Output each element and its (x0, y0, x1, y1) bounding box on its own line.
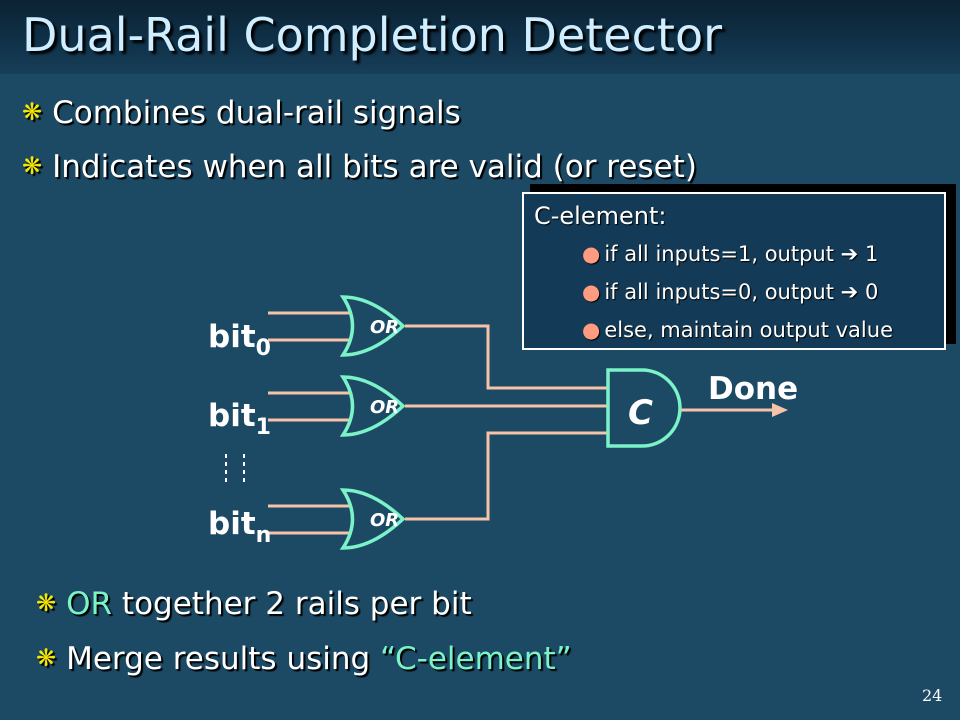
merge-wires (405, 324, 775, 521)
c-element-label: C (628, 393, 653, 433)
bullet-text: Indicates when all bits are valid (or re… (52, 149, 697, 185)
page-number: 24 (922, 686, 943, 705)
right-arrow-icon: ➔ (840, 280, 859, 304)
done-arrowhead-icon (772, 403, 788, 417)
input-wires (268, 311, 357, 535)
right-arrow-icon: ➔ (840, 242, 859, 266)
bullet-text: Combines dual-rail signals (52, 95, 461, 131)
or-gate-0-label: OR (370, 317, 399, 338)
asterisk-bullet-icon: ❋ (22, 152, 43, 180)
slide-title: Dual-Rail Completion Detector (22, 8, 722, 62)
dot-bullet-icon: ● (582, 318, 601, 342)
c-element-callout: C-element: ●if all inputs=1, output ➔ 1 … (522, 192, 946, 350)
wire-or0-to-c (405, 324, 612, 390)
or-gate-1-label: OR (370, 397, 399, 418)
highlight-or: OR (66, 586, 113, 622)
bit-0-label: bit0 (208, 319, 271, 361)
callout-item: ●if all inputs=0, output ➔ 0 (582, 280, 879, 304)
c-element-gate (606, 368, 682, 448)
asterisk-bullet-icon: ❋ (36, 644, 57, 672)
asterisk-bullet-icon: ❋ (36, 589, 57, 617)
vertical-ellipsis-icon (225, 454, 245, 482)
callout-heading: C-element: (534, 202, 667, 230)
dot-bullet-icon: ● (582, 242, 601, 266)
callout-item: ●if all inputs=1, output ➔ 1 (582, 242, 879, 266)
bullet-indicates: ❋ Indicates when all bits are valid (or r… (22, 149, 697, 185)
or-gate-0 (339, 295, 406, 357)
bullet-or-together: ❋OR together 2 rails per bit (36, 586, 472, 622)
or-gate-n (339, 488, 406, 550)
dot-bullet-icon: ● (582, 280, 601, 304)
wire-orn-to-c (405, 431, 612, 521)
title-bar (0, 0, 960, 74)
or-gate-n-label: OR (370, 510, 399, 531)
callout-item: ●else, maintain output value (582, 318, 893, 342)
callout-list: ●if all inputs=1, output ➔ 1 ●if all inp… (582, 240, 893, 354)
done-label: Done (708, 371, 798, 407)
bit-1-label: bit1 (208, 398, 271, 440)
highlight-c-element: “C-element” (380, 641, 572, 677)
bit-n-label: bitn (208, 506, 271, 548)
asterisk-bullet-icon: ❋ (22, 98, 43, 126)
bullet-merge-results: ❋Merge results using “C-element” (36, 641, 572, 677)
bullet-combines: ❋ Combines dual-rail signals (22, 95, 461, 131)
or-gate-1 (339, 375, 406, 437)
